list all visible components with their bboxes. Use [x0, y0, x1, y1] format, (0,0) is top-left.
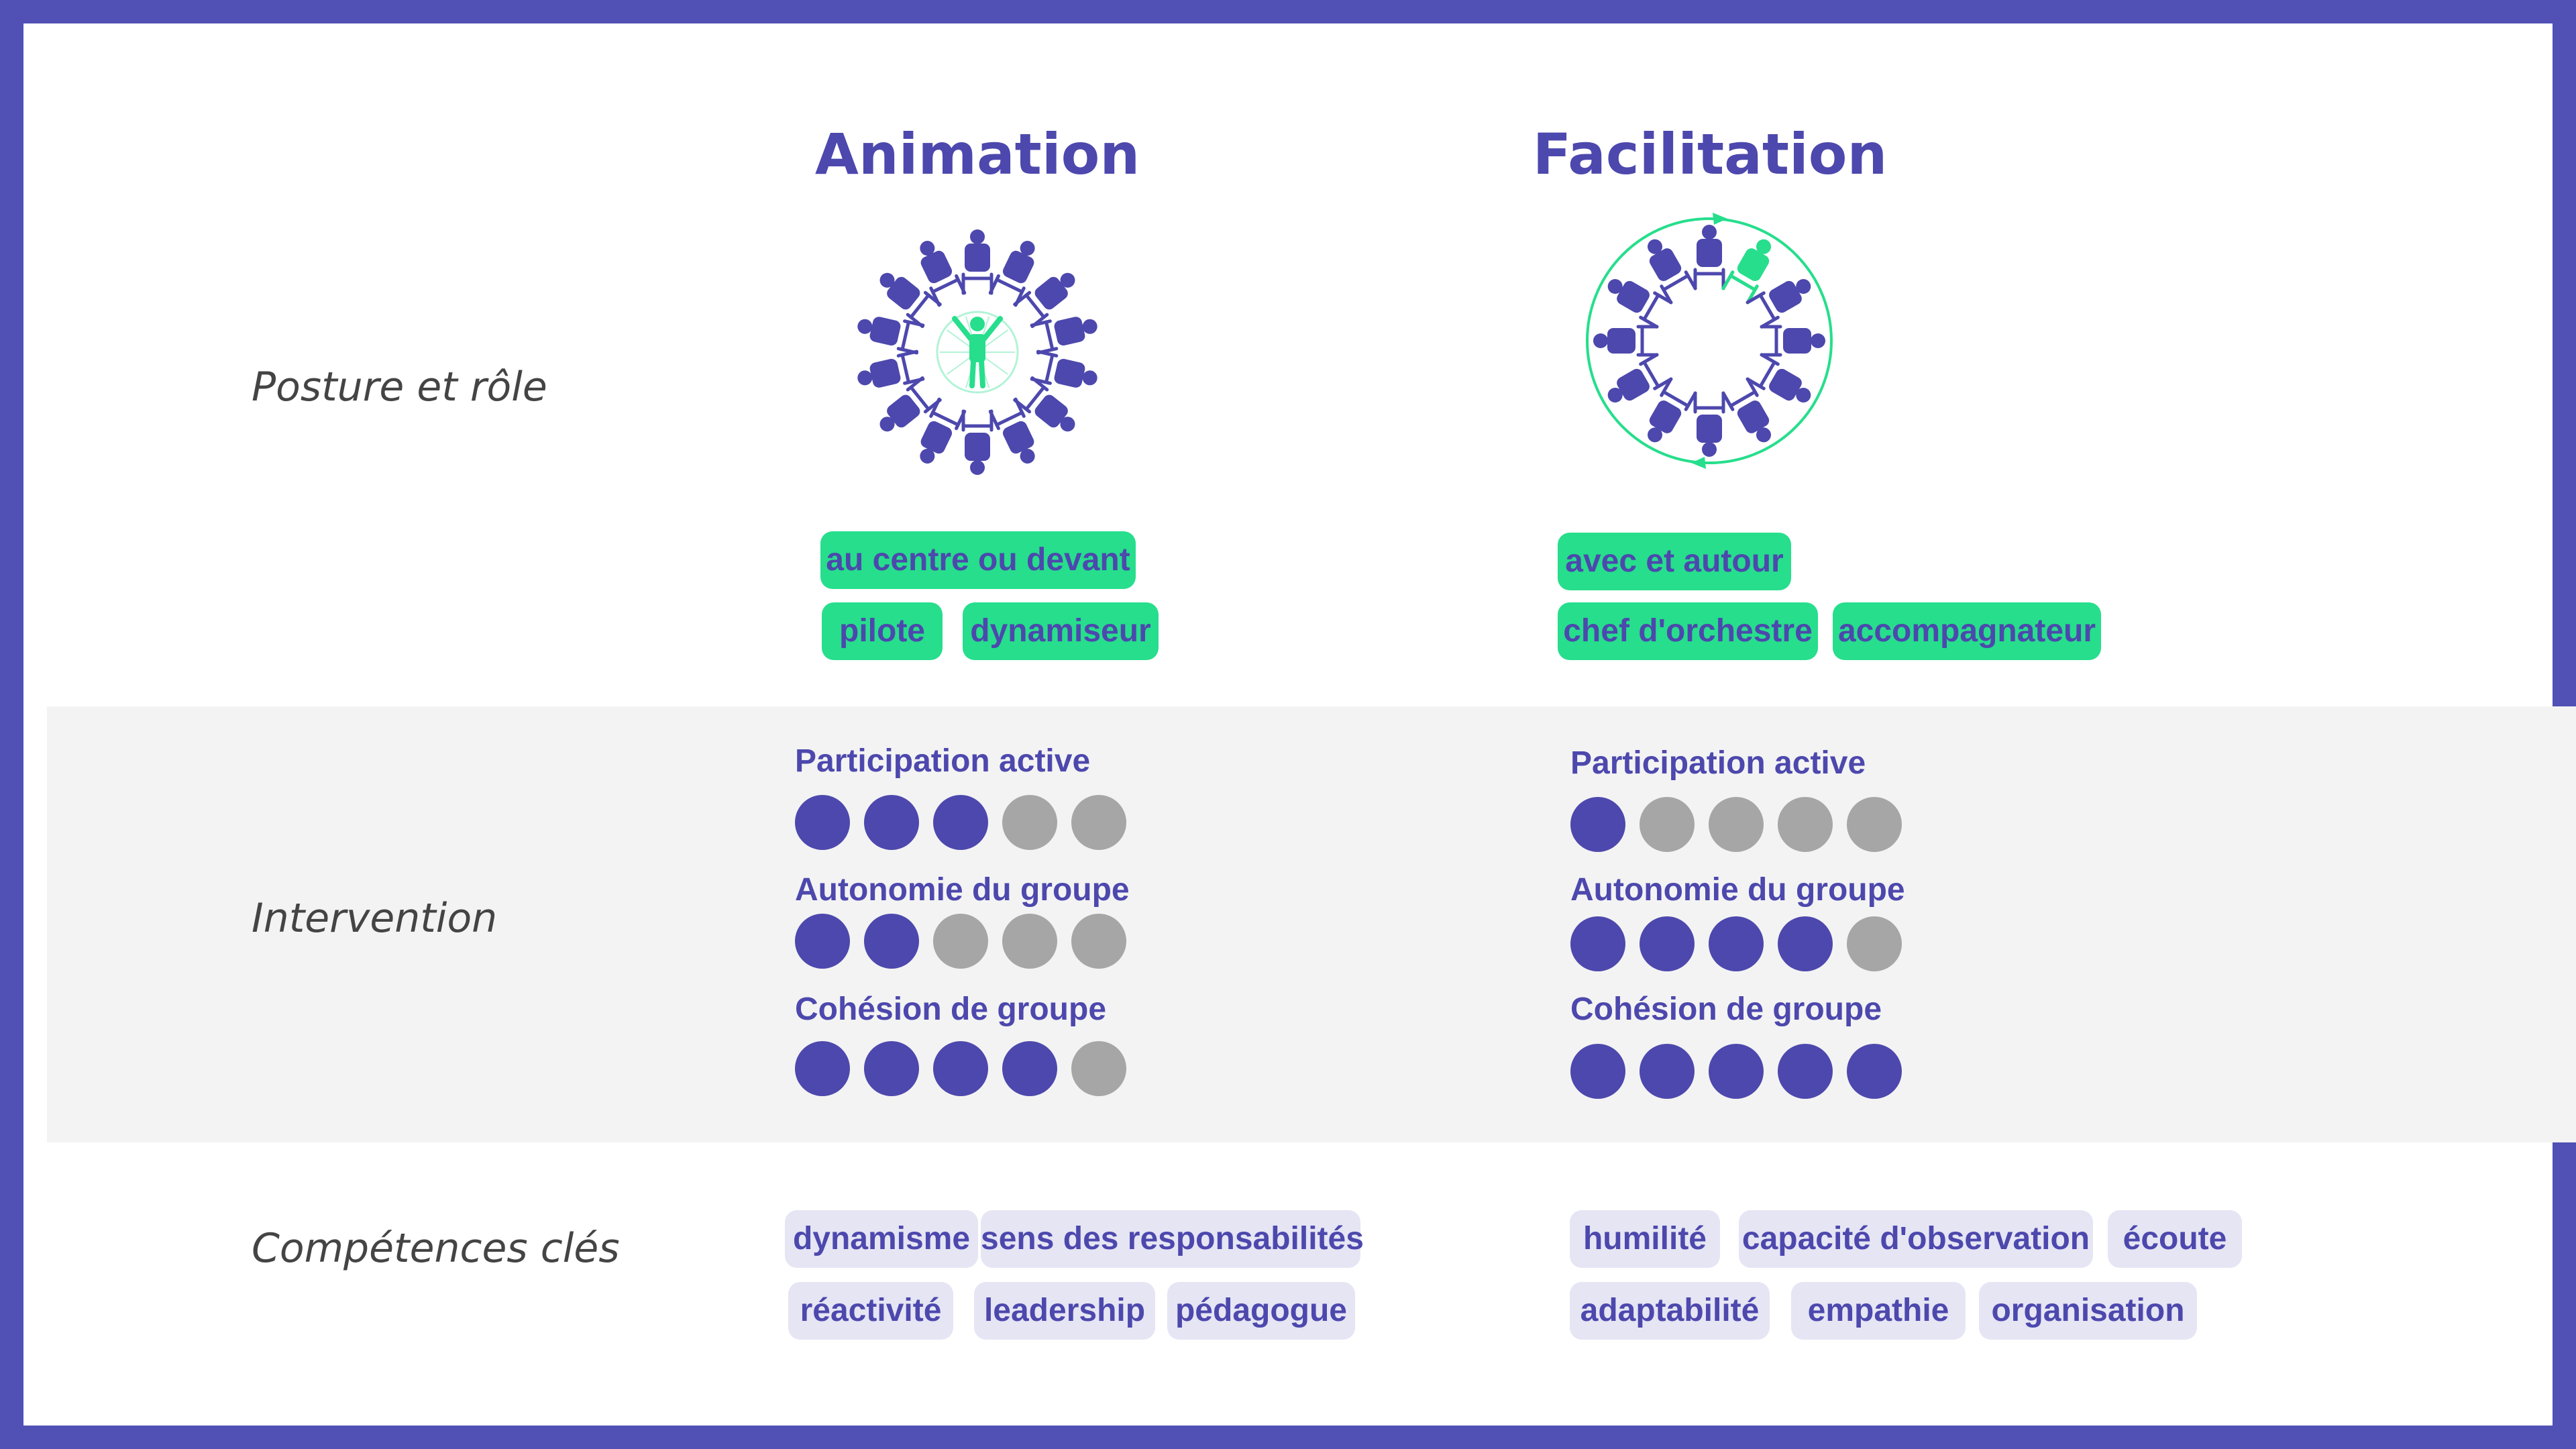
skill-tag: humilité	[1570, 1210, 1720, 1268]
tag-posture-dynamiseur: dynamiseur	[963, 602, 1159, 660]
rating-dot-empty	[1071, 914, 1126, 969]
seated-person-icon	[857, 350, 925, 388]
tag-posture-accompagnateur: accompagnateur	[1833, 602, 2101, 660]
rating-dot-filled	[1570, 797, 1625, 852]
rating-dot-empty	[1709, 797, 1764, 852]
rating-dot-filled	[864, 1041, 919, 1096]
rating-dot-filled	[1570, 1044, 1625, 1099]
seated-person-icon	[1593, 325, 1659, 357]
rating-dot-filled	[795, 1041, 850, 1096]
rating-dot-empty	[933, 914, 988, 969]
rating-dot-filled	[1570, 916, 1625, 971]
rating-dot-filled	[1002, 1041, 1057, 1096]
tag-posture-chef-orchestre: chef d'orchestre	[1558, 602, 1818, 660]
tag-posture-au-centre: au centre ou devant	[820, 531, 1136, 589]
skill-tag: dynamisme	[785, 1210, 978, 1268]
rating-dot-filled	[1640, 916, 1695, 971]
row-label-competences: Compétences clés	[252, 1225, 620, 1272]
rating-dot-filled	[795, 795, 850, 850]
metric-label-cohesion: Cohésion de groupe	[795, 991, 1107, 1027]
skill-tag: empathie	[1791, 1282, 1966, 1340]
skill-tag: pédagogue	[1167, 1282, 1355, 1340]
metric-label-participation: Participation active	[795, 743, 1091, 779]
rating-dot-empty	[1847, 797, 1902, 852]
seated-person-icon	[1760, 325, 1825, 357]
rating-dot-empty	[1071, 1041, 1126, 1096]
title-animation: Animation	[814, 121, 1140, 187]
people-circle-center-leader-icon	[857, 229, 1097, 475]
seated-person-icon	[1013, 376, 1075, 432]
rating-dot-empty	[1847, 916, 1902, 971]
circular-arrow-icon	[1586, 213, 1833, 469]
seated-person-icon	[1648, 239, 1697, 305]
seated-person-icon	[988, 397, 1035, 464]
seated-person-icon	[1607, 353, 1673, 402]
rating-dot-empty	[1071, 795, 1126, 850]
seated-person-icon	[1030, 317, 1097, 355]
facilitator-icon	[1721, 239, 1771, 305]
skill-tag: sens des responsabilités	[981, 1210, 1364, 1268]
title-facilitation: Facilitation	[1532, 121, 1888, 187]
row-label-intervention: Intervention	[252, 895, 498, 942]
rating-dot-filled	[1709, 916, 1764, 971]
metric-label-participation: Participation active	[1570, 745, 1866, 781]
metric-label-autonomie: Autonomie du groupe	[795, 872, 1130, 908]
row-label-posture: Posture et rôle	[252, 364, 547, 411]
rating-dot-filled	[1778, 916, 1833, 971]
rating-dot-filled	[1709, 1044, 1764, 1099]
skill-tag: réactivité	[788, 1282, 953, 1340]
rating-dot-filled	[795, 914, 850, 969]
seated-person-icon	[920, 397, 967, 464]
seated-person-icon	[1607, 279, 1673, 329]
skill-tag: capacité d'observation	[1739, 1210, 2093, 1268]
rating-dot-filled	[933, 795, 988, 850]
metric-label-autonomie: Autonomie du groupe	[1570, 872, 1905, 908]
rating-dot-filled	[1847, 1044, 1902, 1099]
intervention-band	[47, 706, 2576, 1142]
rating-dot-filled	[1778, 1044, 1833, 1099]
seated-person-icon	[961, 409, 994, 475]
rating-dot-empty	[1778, 797, 1833, 852]
tag-posture-pilote: pilote	[822, 602, 943, 660]
rating-dot-filled	[864, 795, 919, 850]
skill-tag: adaptabilité	[1570, 1282, 1770, 1340]
skill-tag: leadership	[974, 1282, 1155, 1340]
rating-dot-empty	[1640, 797, 1695, 852]
skill-tag: organisation	[1979, 1282, 2197, 1340]
seated-person-icon	[961, 229, 994, 295]
rating-dot-empty	[1002, 795, 1057, 850]
rating-dot-filled	[864, 914, 919, 969]
tag-posture-avec-autour: avec et autour	[1558, 533, 1791, 590]
seated-person-icon	[1693, 225, 1725, 290]
rating-dot-filled	[933, 1041, 988, 1096]
rating-dot-empty	[1002, 914, 1057, 969]
seated-person-icon	[1648, 377, 1697, 443]
seated-person-icon	[1013, 272, 1075, 329]
people-circle-facilitator-in-circle-icon	[1586, 213, 1833, 469]
leader-icon	[936, 311, 1019, 394]
skill-tag: écoute	[2108, 1210, 2242, 1268]
seated-person-icon	[1746, 279, 1811, 329]
metric-label-cohesion: Cohésion de groupe	[1570, 991, 1882, 1027]
rating-dot-filled	[1640, 1044, 1695, 1099]
seated-person-icon	[1721, 377, 1771, 443]
seated-person-icon	[1693, 391, 1725, 457]
